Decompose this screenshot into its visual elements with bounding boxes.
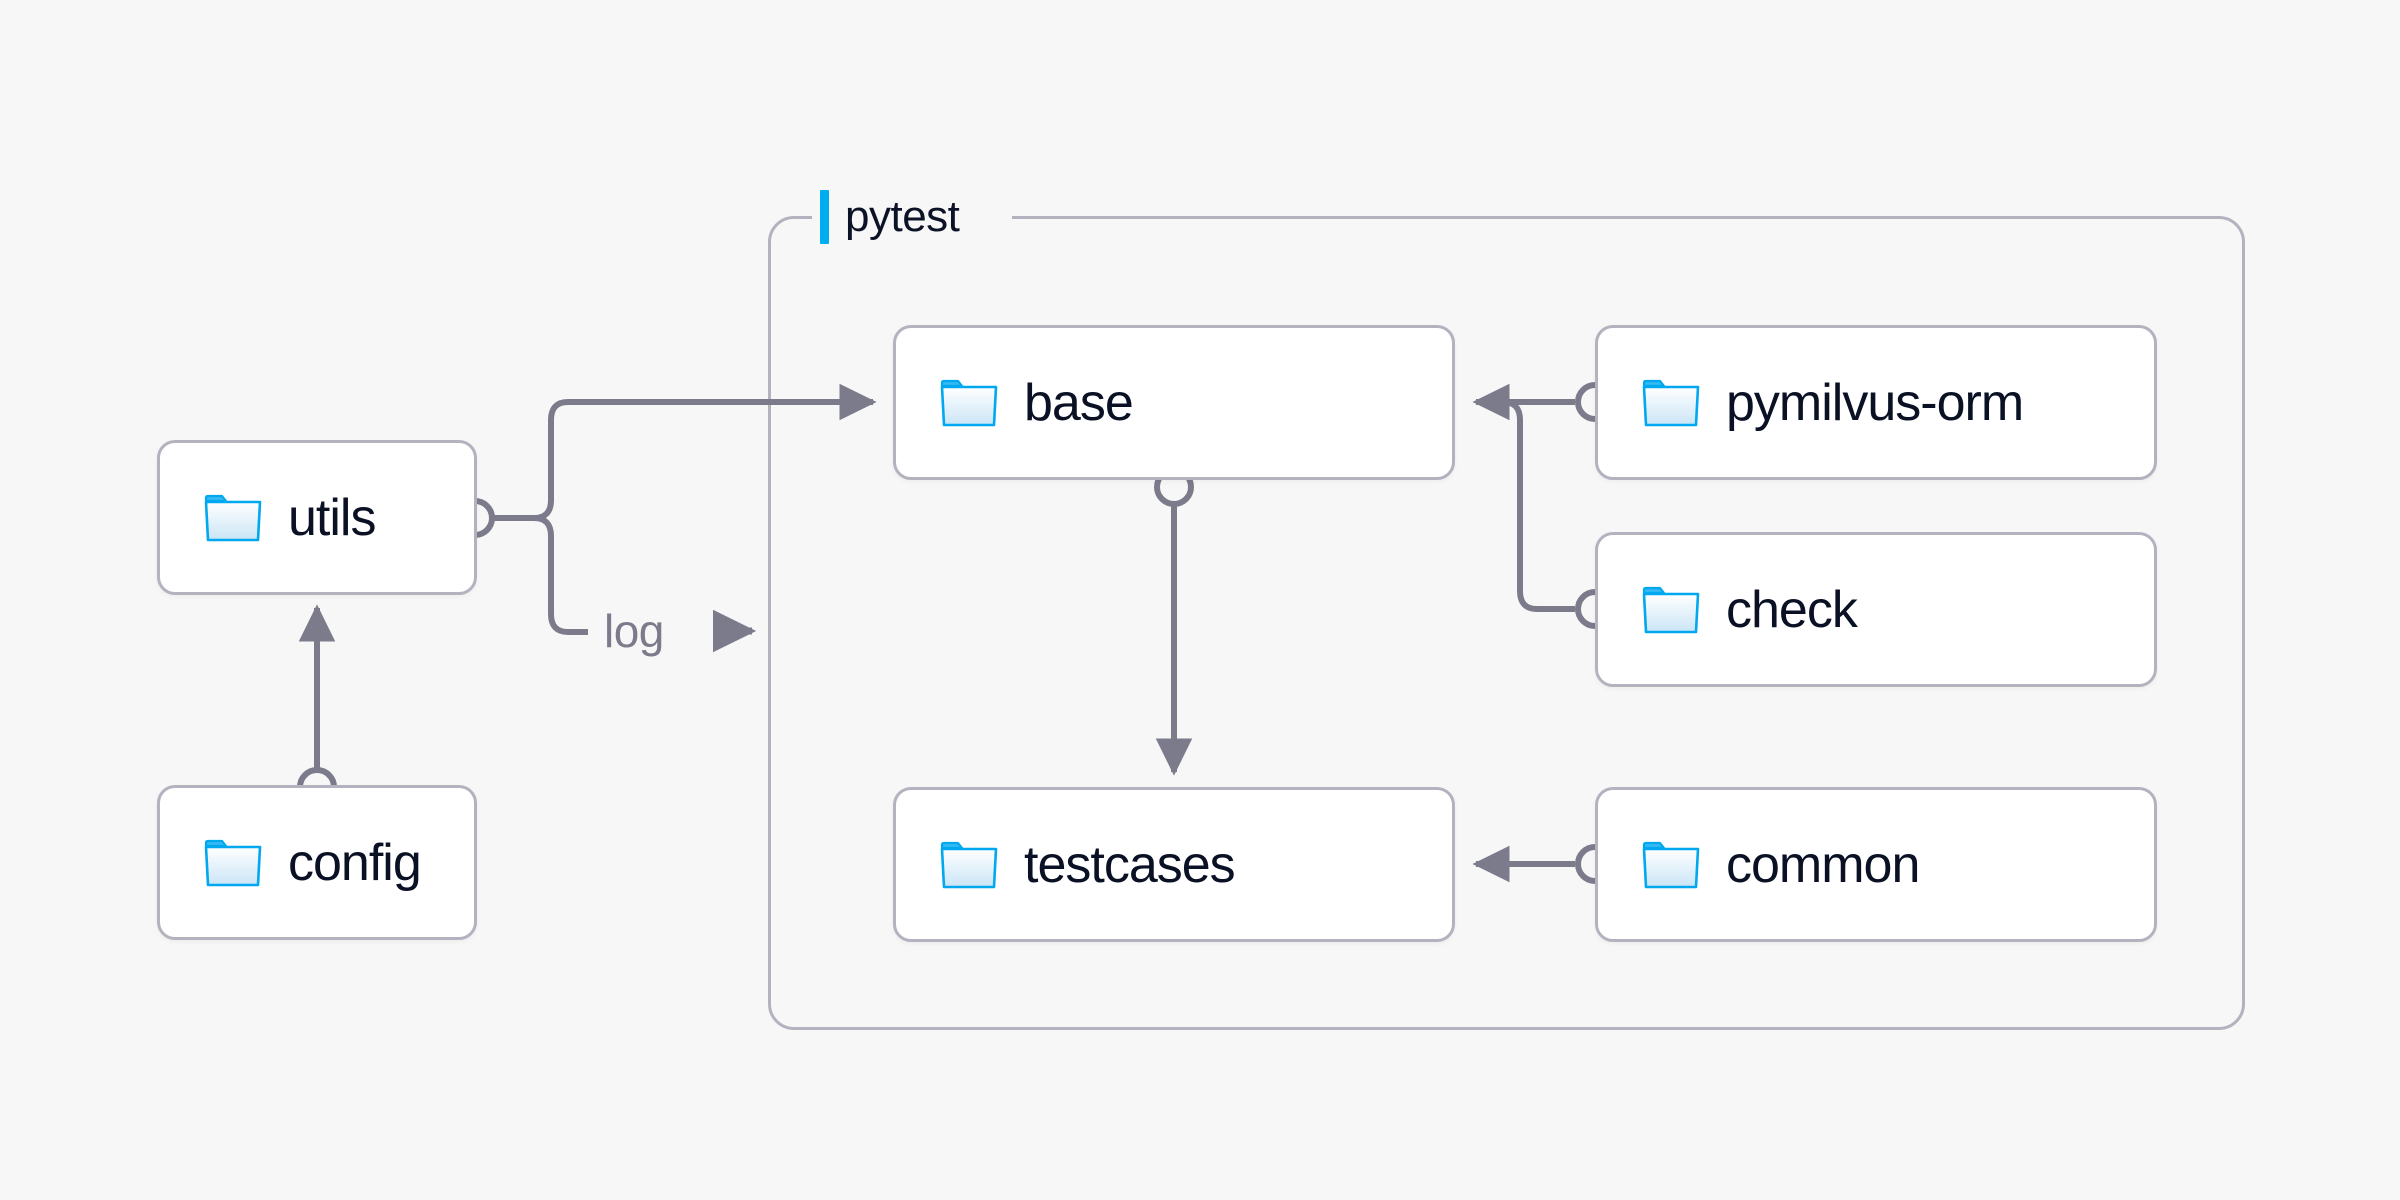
folder-icon <box>1642 841 1700 888</box>
folder-icon <box>204 494 262 541</box>
node-config[interactable]: config <box>157 785 477 940</box>
node-check-label: check <box>1726 580 1858 639</box>
node-common-label: common <box>1726 835 1920 894</box>
edge-utils-to-log <box>533 515 588 635</box>
node-common-content: common <box>1598 835 1920 894</box>
group-title: pytest <box>845 192 960 241</box>
node-utils[interactable]: utils <box>157 440 477 595</box>
node-config-label: config <box>288 833 422 892</box>
accent-bar-icon <box>820 190 829 244</box>
folder-icon <box>1642 586 1700 633</box>
node-common[interactable]: common <box>1595 787 2157 942</box>
folder-icon <box>204 839 262 886</box>
group-pytest-label: pytest <box>820 188 968 246</box>
folder-icon <box>1642 379 1700 426</box>
node-testcases-content: testcases <box>896 835 1236 894</box>
folder-icon <box>940 841 998 888</box>
node-check-content: check <box>1598 580 1858 639</box>
group-pytest <box>768 216 2245 1030</box>
node-config-content: config <box>160 833 422 892</box>
edge-label-log: log <box>604 605 664 657</box>
node-utils-content: utils <box>160 488 376 547</box>
node-pymilvus-orm-label: pymilvus-orm <box>1726 373 2024 432</box>
node-pymilvus-orm-content: pymilvus-orm <box>1598 373 2024 432</box>
node-base-label: base <box>1024 373 1134 432</box>
node-testcases[interactable]: testcases <box>893 787 1455 942</box>
node-check[interactable]: check <box>1595 532 2157 687</box>
node-base-content: base <box>896 373 1134 432</box>
node-utils-label: utils <box>288 488 376 547</box>
node-pymilvus-orm[interactable]: pymilvus-orm <box>1595 325 2157 480</box>
node-base[interactable]: base <box>893 325 1455 480</box>
folder-icon <box>940 379 998 426</box>
node-testcases-label: testcases <box>1024 835 1236 894</box>
